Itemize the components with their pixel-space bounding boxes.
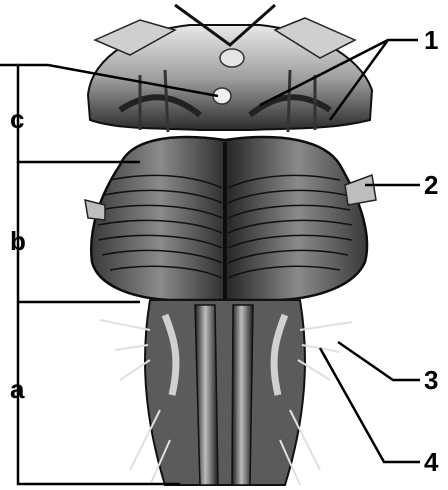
midbrain xyxy=(88,5,372,132)
label-1: 1 xyxy=(424,25,438,55)
label-2: 2 xyxy=(424,170,438,200)
label-4: 4 xyxy=(424,447,439,477)
leader-3 xyxy=(338,342,420,380)
label-3: 3 xyxy=(424,365,438,395)
label-c: c xyxy=(10,104,24,134)
medulla xyxy=(100,300,352,485)
right-number-labels: 1 2 3 4 xyxy=(424,25,439,477)
label-a: a xyxy=(10,374,25,404)
label-b: b xyxy=(10,226,26,256)
